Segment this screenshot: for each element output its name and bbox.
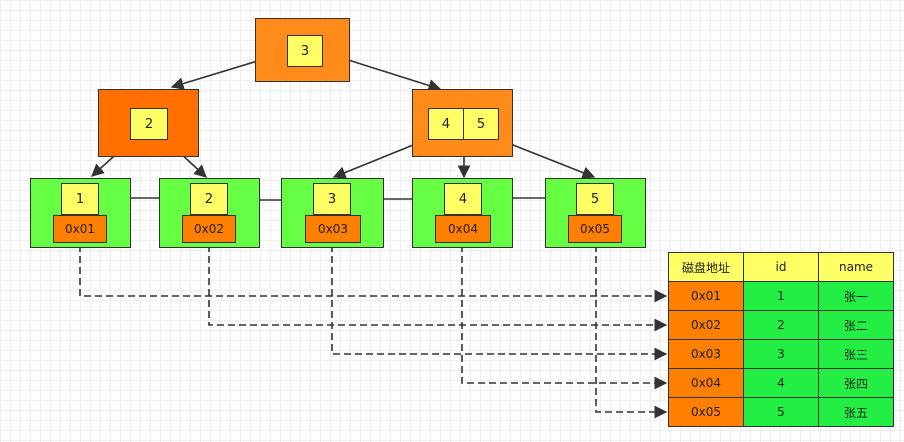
cell-addr: 0x01: [668, 281, 744, 311]
table-header-row: 磁盘地址 id name: [668, 252, 894, 282]
pointer-0x05: [595, 245, 668, 419]
cell-addr: 0x03: [668, 339, 744, 369]
cell-addr: 0x04: [668, 368, 744, 398]
internal-left-key: 2: [130, 108, 168, 140]
edge-internal-right-to-leaf-5: [497, 138, 596, 179]
cell-addr: 0x02: [668, 310, 744, 340]
leaf-3-key: 3: [313, 183, 351, 215]
cell-id: 4: [743, 368, 819, 398]
root-key: 3: [287, 35, 323, 67]
cell-id: 2: [743, 310, 819, 340]
cell-name: 张二: [818, 310, 894, 340]
cell-name: 张四: [818, 368, 894, 398]
header-id: id: [743, 252, 819, 282]
leaf-2-addr: 0x02: [182, 215, 236, 243]
pointer-0x02: [208, 245, 668, 332]
leaf-1-addr: 0x01: [53, 215, 107, 243]
table-row: 0x04 4 张四: [668, 368, 894, 398]
table-row: 0x01 1 张一: [668, 281, 894, 311]
table-row: 0x03 3 张三: [668, 339, 894, 369]
table-row: 0x05 5 张五: [668, 397, 894, 427]
disk-data-table: 磁盘地址 id name 0x01 1 张一 0x02 2 张二 0x03 3 …: [668, 252, 894, 427]
cell-name: 张三: [818, 339, 894, 369]
cell-name: 张五: [818, 397, 894, 427]
leaf-4-addr: 0x04: [435, 215, 491, 243]
cell-id: 3: [743, 339, 819, 369]
header-disk-address: 磁盘地址: [668, 252, 744, 282]
table-row: 0x02 2 张二: [668, 310, 894, 340]
leaf-2-key: 2: [190, 183, 228, 215]
leaf-5-key: 5: [576, 183, 614, 215]
header-name: name: [818, 252, 894, 282]
pointer-0x01: [79, 245, 668, 303]
cell-id: 5: [743, 397, 819, 427]
cell-name: 张一: [818, 281, 894, 311]
leaf-1-key: 1: [61, 183, 99, 215]
leaf-3-addr: 0x03: [305, 215, 361, 243]
cell-addr: 0x05: [668, 397, 744, 427]
internal-right-key-4: 4: [428, 108, 464, 140]
pointer-0x03: [331, 245, 668, 361]
pointer-0x04: [461, 245, 668, 390]
leaf-5-addr: 0x05: [568, 215, 622, 243]
leaf-4-key: 4: [444, 183, 482, 215]
internal-right-key-5: 5: [463, 108, 499, 140]
cell-id: 1: [743, 281, 819, 311]
